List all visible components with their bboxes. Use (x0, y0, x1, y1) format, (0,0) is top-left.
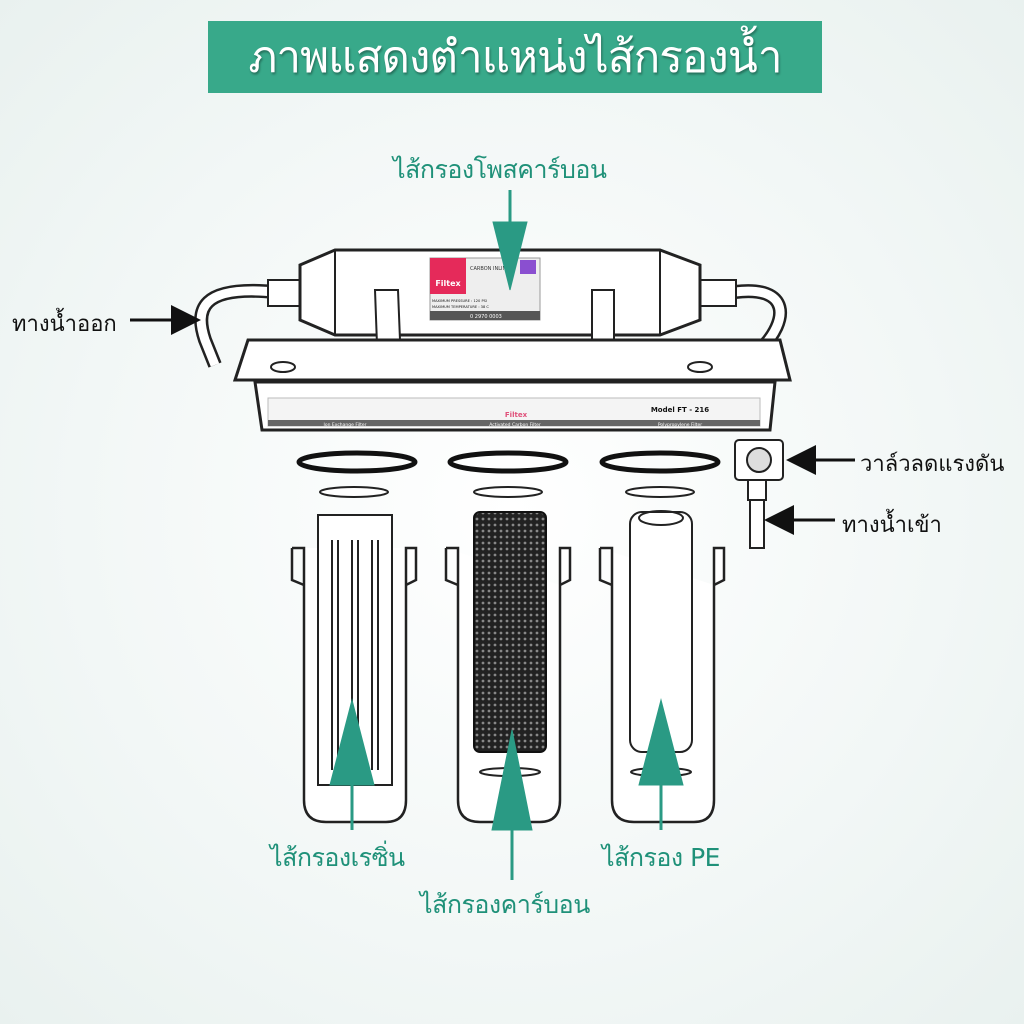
mounting-bracket (232, 338, 792, 382)
stage-name-1: Ion Exchange Filter (324, 422, 367, 428)
post-carbon-inline-filter: Filtex CARBON INLINE MAXIMUM PRESSURE : … (267, 248, 737, 337)
teal-pointer-arrows (329, 190, 684, 880)
inline-brand: Filtex (435, 279, 461, 288)
title-banner: ภาพแสดงตำแหน่งไส้กรองน้ำ (208, 21, 822, 93)
arrow-resin (329, 698, 375, 786)
label-carbon: ไส้กรองคาร์บอน (420, 890, 590, 919)
housing-brand: Filtex (505, 411, 528, 419)
o-rings (296, 450, 721, 498)
arrow-carbon (491, 729, 533, 831)
label-inlet: ทางน้ำเข้า (842, 513, 942, 538)
page-title: ภาพแสดงตำแหน่งไส้กรองน้ำ (248, 32, 782, 83)
arrow-post-carbon (492, 221, 528, 291)
stage-name-2: Activated Carbon Filter (489, 422, 541, 428)
label-pressure-valve: วาล์วลดแรงดัน (860, 452, 1005, 477)
label-outlet: ทางน้ำออก (12, 312, 117, 337)
housing-pe (598, 510, 726, 824)
stage-name-3: Polypropylene Filter (658, 422, 702, 428)
inline-phone: 0 2970 0003 (470, 314, 502, 320)
arrow-pe (638, 698, 684, 786)
inline-max-temp: MAXIMUM TEMPERATURE : 38 C (432, 305, 489, 309)
housing-head: Filtex Model FT - 216 Ion Exchange Filte… (253, 380, 777, 432)
label-resin: ไส้กรองเรซิ่น (270, 843, 405, 872)
pressure-reducing-valve (734, 439, 784, 549)
inline-max-pressure: MAXIMUM PRESSURE : 120 PSI (432, 299, 487, 303)
housing-carbon (444, 511, 572, 824)
model-label: Model FT - 216 (651, 406, 709, 414)
inline-label-name: CARBON INLINE (470, 266, 509, 272)
label-post-carbon: ไส้กรองโพสคาร์บอน (393, 155, 607, 184)
label-pe: ไส้กรอง PE (602, 843, 720, 872)
